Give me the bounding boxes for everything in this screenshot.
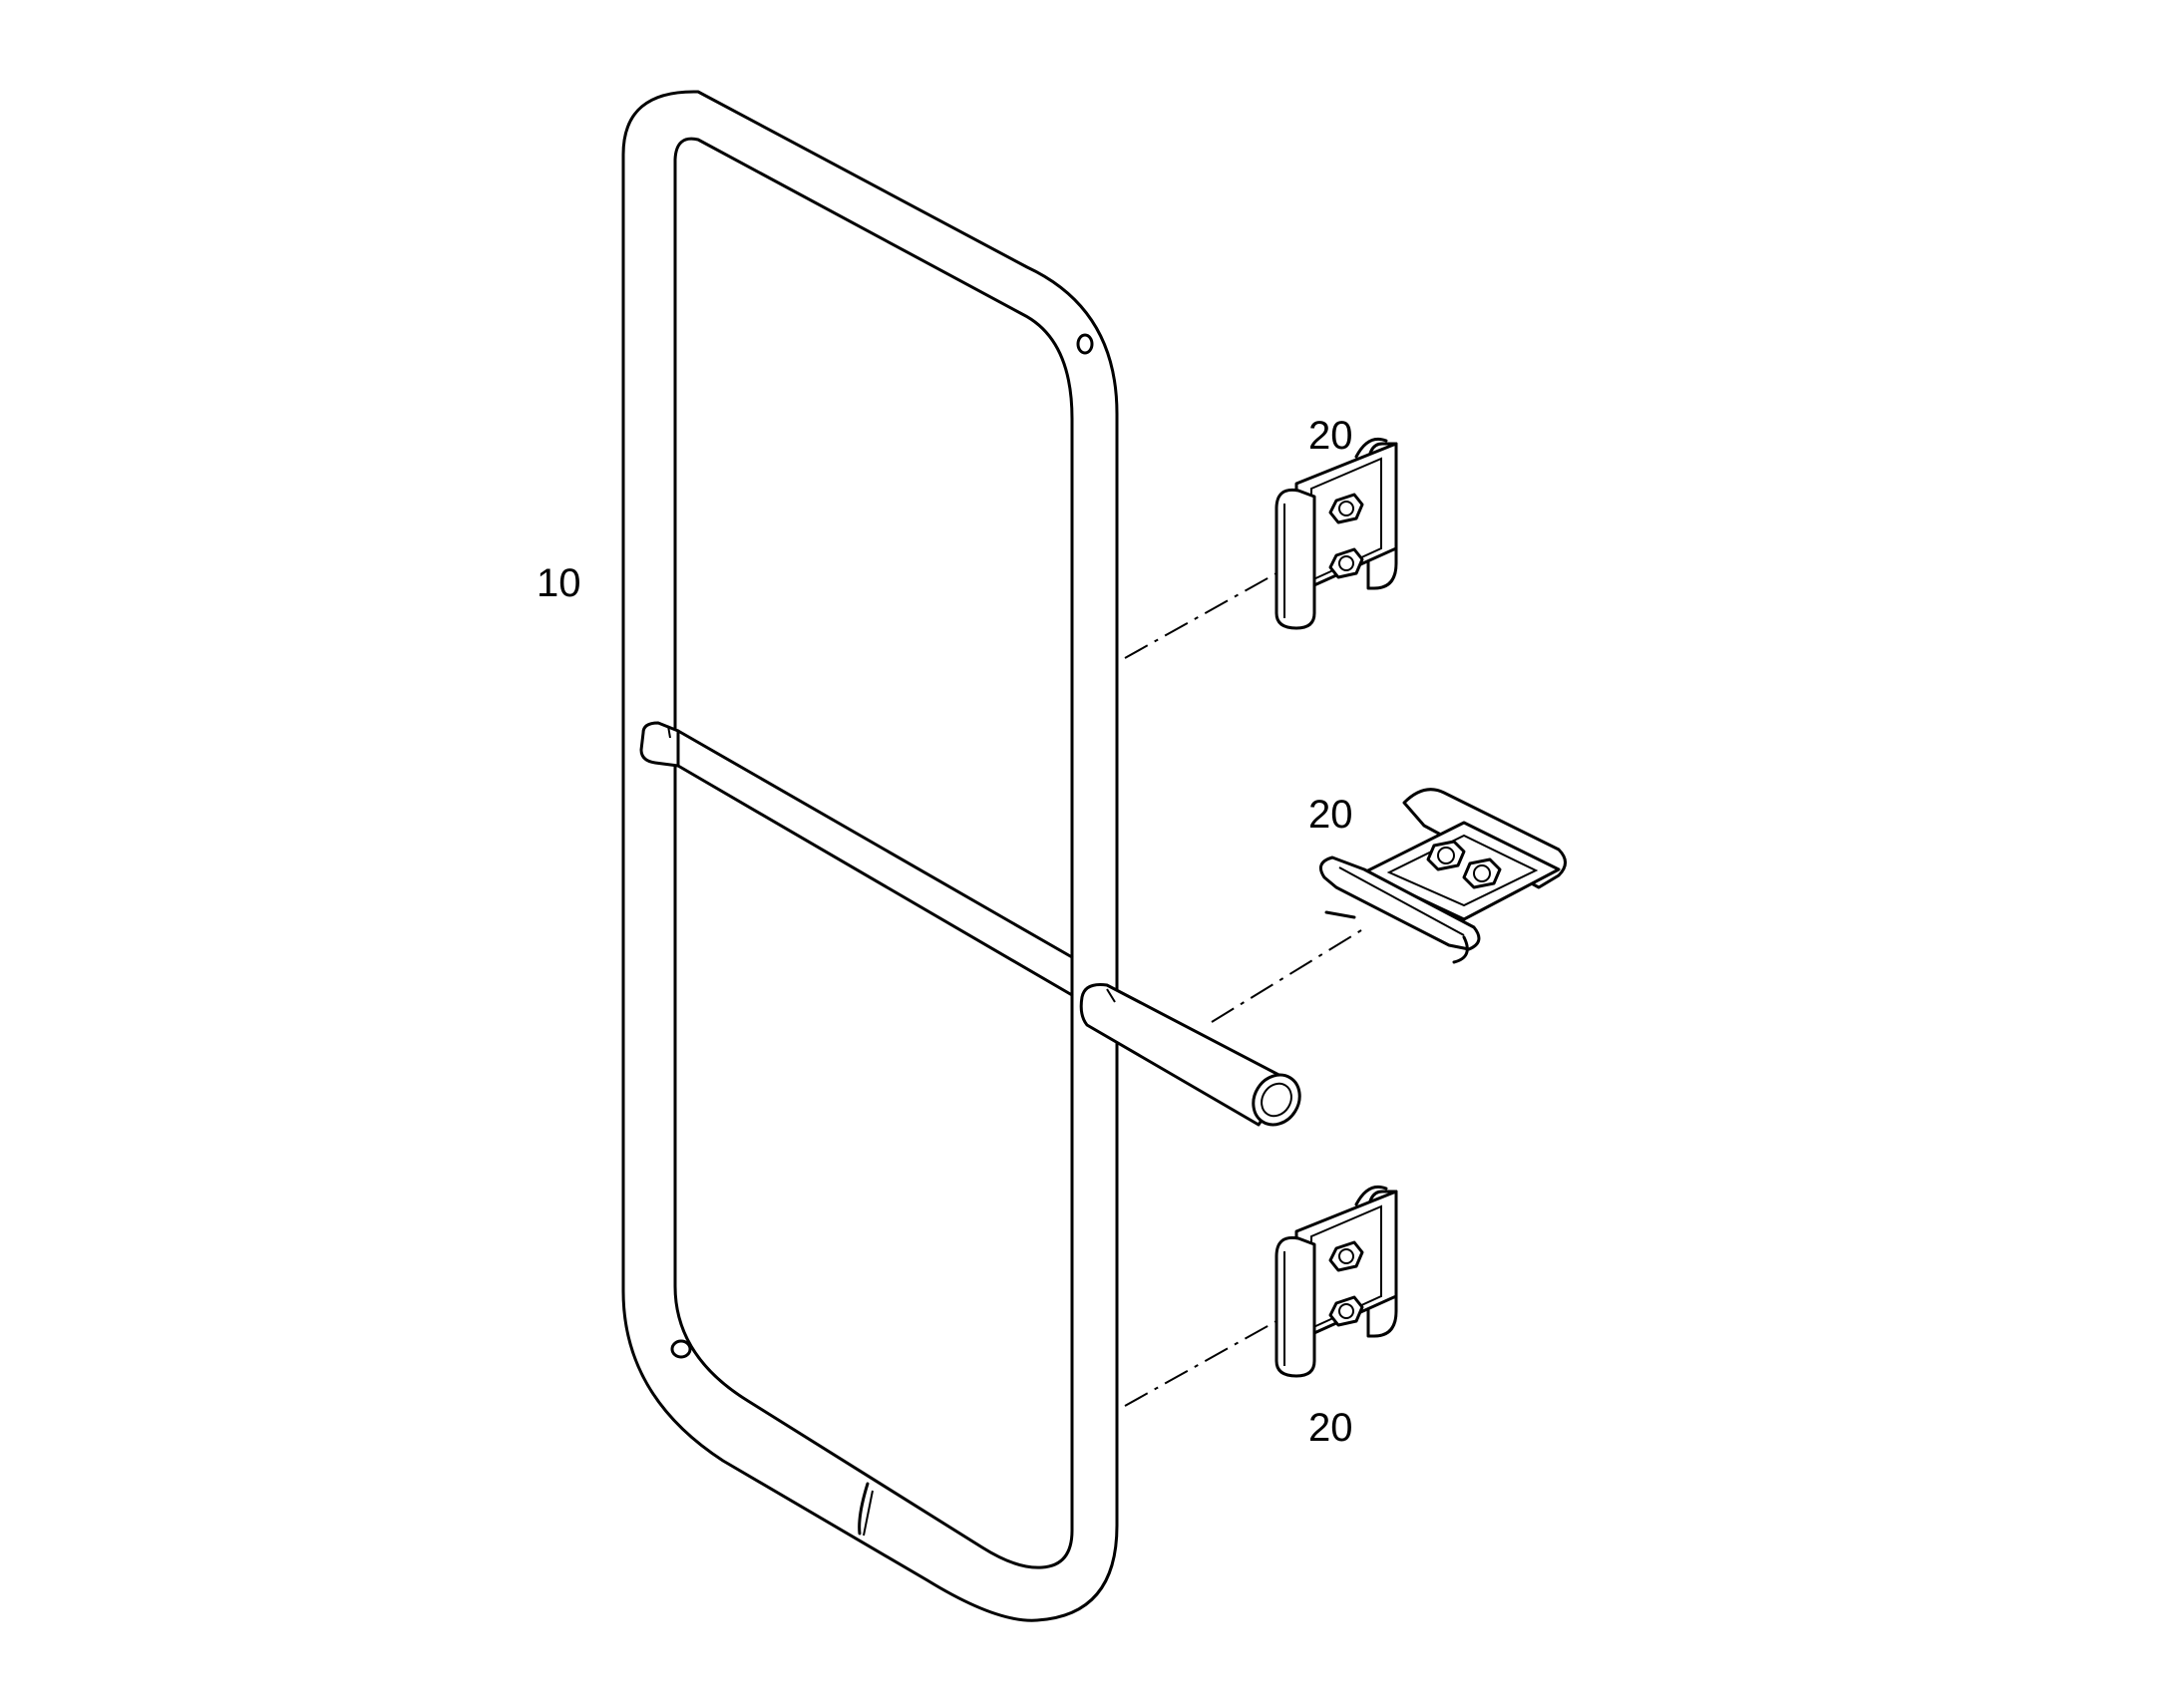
frame-hole-bottom — [670, 1339, 692, 1359]
frame-part — [621, 90, 1301, 1622]
frame-weld-joint — [858, 1482, 870, 1536]
clamp-bottom-part — [1274, 1185, 1398, 1378]
callout-frame: 10 — [537, 561, 581, 605]
frame-inner-contour — [673, 137, 1074, 1569]
callout-clamp-top: 20 — [1308, 414, 1353, 458]
callout-clamp-bottom: 20 — [1308, 1406, 1353, 1450]
crossbar-bar-lower — [676, 764, 1074, 997]
leader-line-middle — [1211, 926, 1367, 1023]
clamp-top-part — [1274, 437, 1398, 630]
leader-line-bottom — [1124, 1320, 1277, 1407]
frame-outer-contour — [621, 90, 1119, 1622]
leader-line-top — [1124, 572, 1277, 659]
callout-clamp-middle: 20 — [1308, 793, 1353, 837]
crossbar-left-stub — [639, 721, 680, 768]
crossbar-bar — [676, 729, 1074, 959]
frame-hole-top — [1076, 333, 1094, 355]
clamp-middle-part — [1318, 788, 1567, 964]
